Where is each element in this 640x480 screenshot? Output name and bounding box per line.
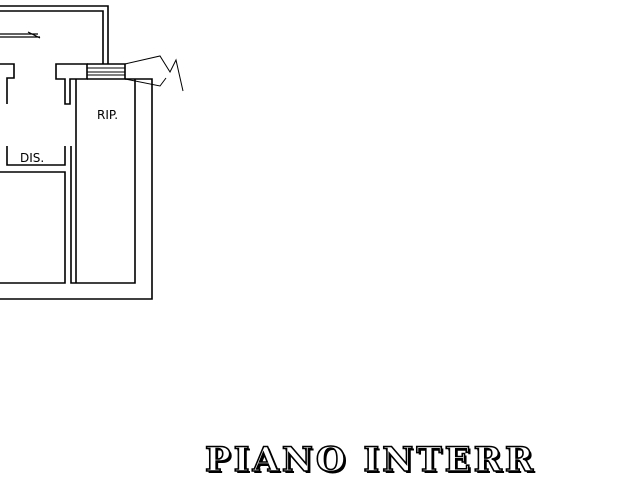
wall-top-inner [0,10,104,64]
wall-pier-left [0,63,15,104]
wall-right-outer [0,78,153,300]
wall-top-outer [0,5,109,64]
wall-dis-left [6,146,66,166]
stair-hatch [0,31,41,39]
floor-title: PIANO INTERR [204,439,537,480]
wall-right-inner [70,79,136,284]
wall-pier-center [55,63,88,105]
break-line-return [124,77,167,87]
wall-dis-bottom [0,171,66,284]
room-label-rip: RIP. [97,108,118,122]
room-label-dis: DIS. [20,151,44,165]
break-line [124,55,184,92]
